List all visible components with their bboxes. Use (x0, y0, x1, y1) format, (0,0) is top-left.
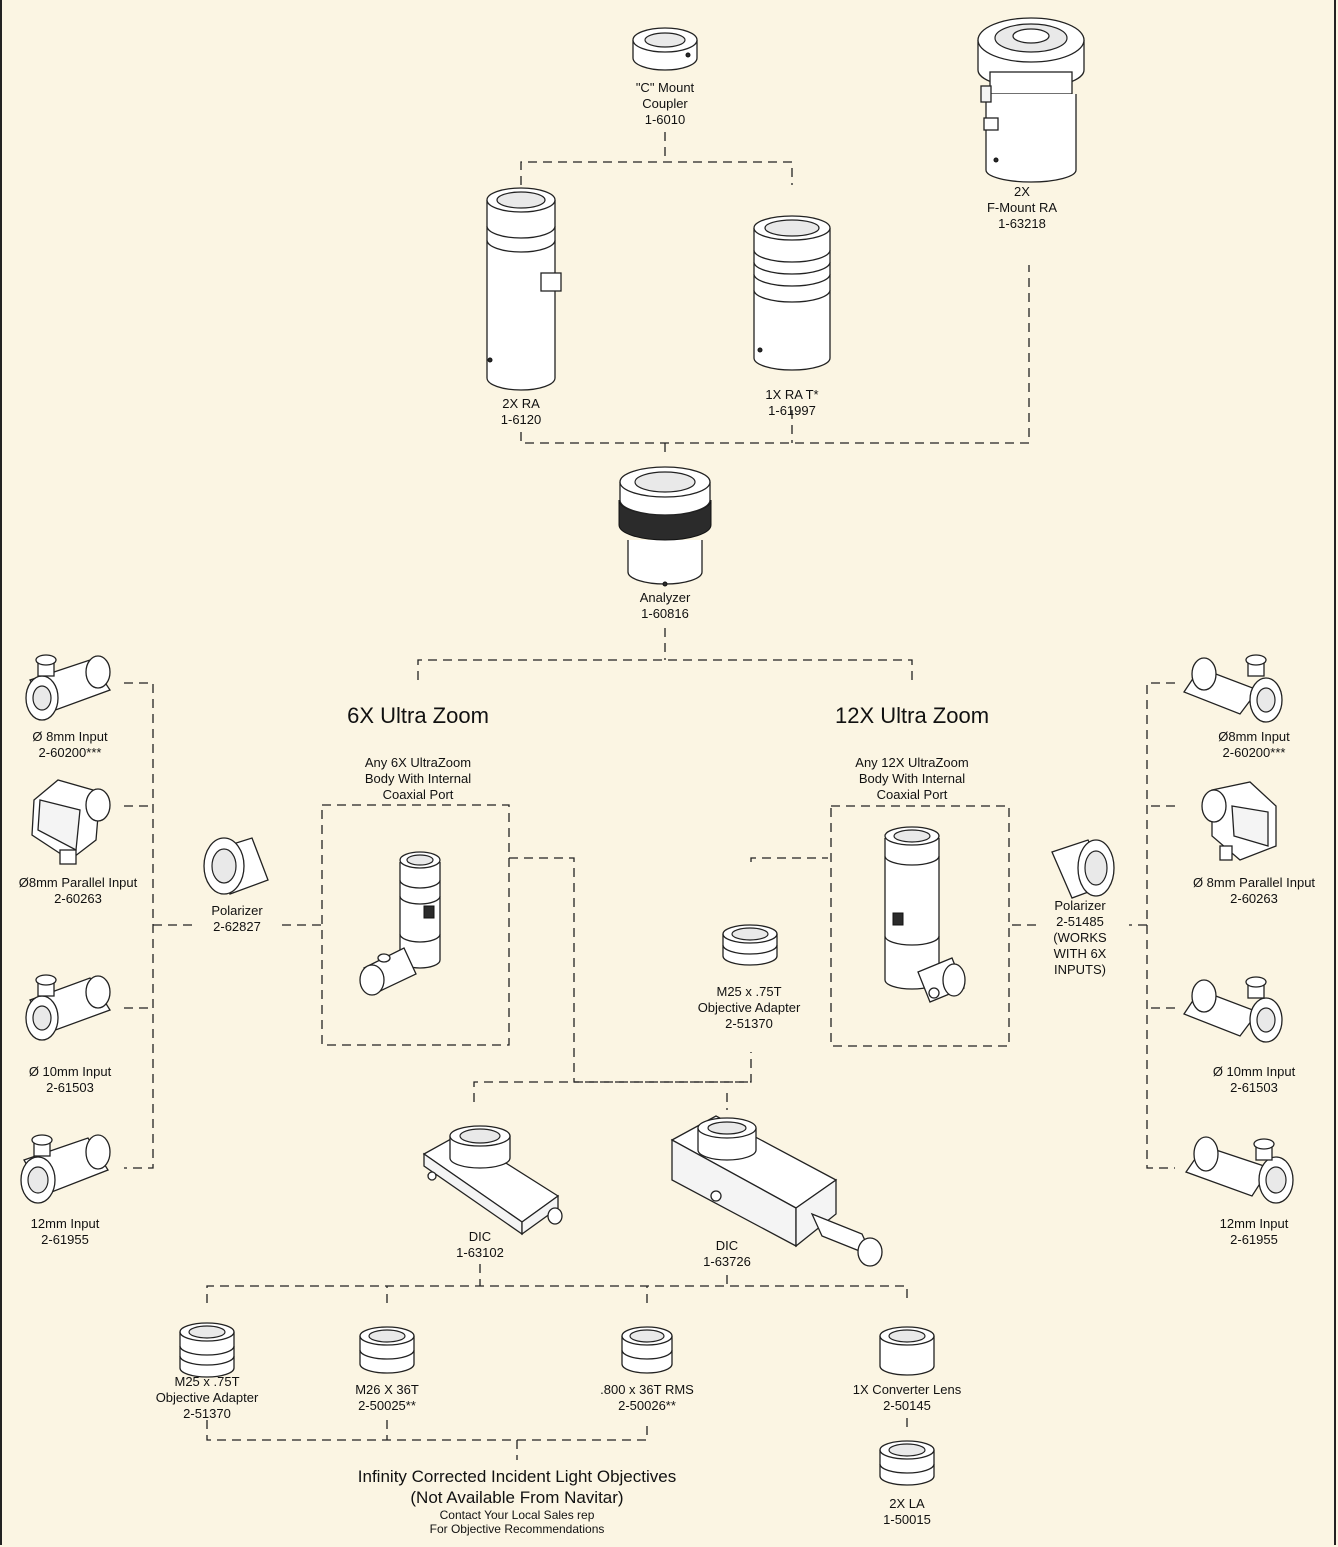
polarizer-12x-drawing (1051, 839, 1115, 899)
connector-right-bus (1129, 682, 1175, 1169)
objectives-recommendation: For Objective Recommendations (429, 1522, 605, 1536)
left-8mm-parallel-input-drawing (31, 779, 111, 865)
connector-cmount (520, 132, 793, 185)
left-8mm-input-drawing (25, 654, 111, 721)
ra-1x-label: 1X RA T*1-61997 (765, 387, 819, 418)
right-8mm-input-drawing (1183, 654, 1283, 723)
la-2x-drawing (879, 1440, 935, 1486)
body-12x-drawing (884, 826, 966, 1003)
objectives-note: Infinity Corrected Incident Light Object… (358, 1466, 676, 1536)
connector-left-bus (124, 682, 197, 1169)
ra-2x-drawing (486, 187, 562, 391)
body-6x-drawing (359, 851, 441, 996)
ra-1x-drawing (753, 215, 831, 371)
connector-analyzer-bodies (417, 628, 913, 680)
analyzer-drawing (618, 466, 712, 587)
rms-adapter-drawing (621, 1326, 673, 1374)
left-12mm-input-drawing (20, 1134, 111, 1204)
polarizer-6x-drawing (203, 837, 269, 895)
right-12mm-input-drawing (1184, 1136, 1294, 1204)
objectives-contact: Contact Your Local Sales rep (439, 1508, 595, 1522)
f-mount-ra-drawing (977, 17, 1085, 183)
c-mount-coupler-drawing (632, 27, 698, 71)
heading-6x: 6X Ultra Zoom (347, 703, 489, 728)
right-10mm-input-drawing (1183, 976, 1283, 1043)
heading-12x: 12X Ultra Zoom (834, 703, 990, 728)
left-10mm-input-drawing (25, 974, 111, 1041)
connector-objectives-bottom (206, 1420, 648, 1460)
connector-lines (124, 132, 1175, 1460)
m25-adapter-bottom-drawing (179, 1322, 235, 1378)
connector-dic-objectives (206, 1264, 908, 1303)
objectives-availability: (Not Available From Navitar) (410, 1488, 624, 1507)
dic-1-63102-drawing (422, 1125, 563, 1236)
body-6x-box (321, 804, 510, 1046)
converter-lens-drawing (879, 1326, 935, 1376)
m25-adapter-mid-drawing (722, 924, 778, 966)
dic-1-63726-drawing (670, 1115, 883, 1267)
right-8mm-parallel-input-drawing (1201, 781, 1277, 861)
connector-dic-branch (473, 1081, 751, 1110)
connector-ra-analyzer (520, 265, 1030, 458)
m26-adapter-drawing (359, 1326, 415, 1374)
connector-body6-dic (509, 857, 828, 1083)
objectives-title: Infinity Corrected Incident Light Object… (357, 1467, 677, 1486)
